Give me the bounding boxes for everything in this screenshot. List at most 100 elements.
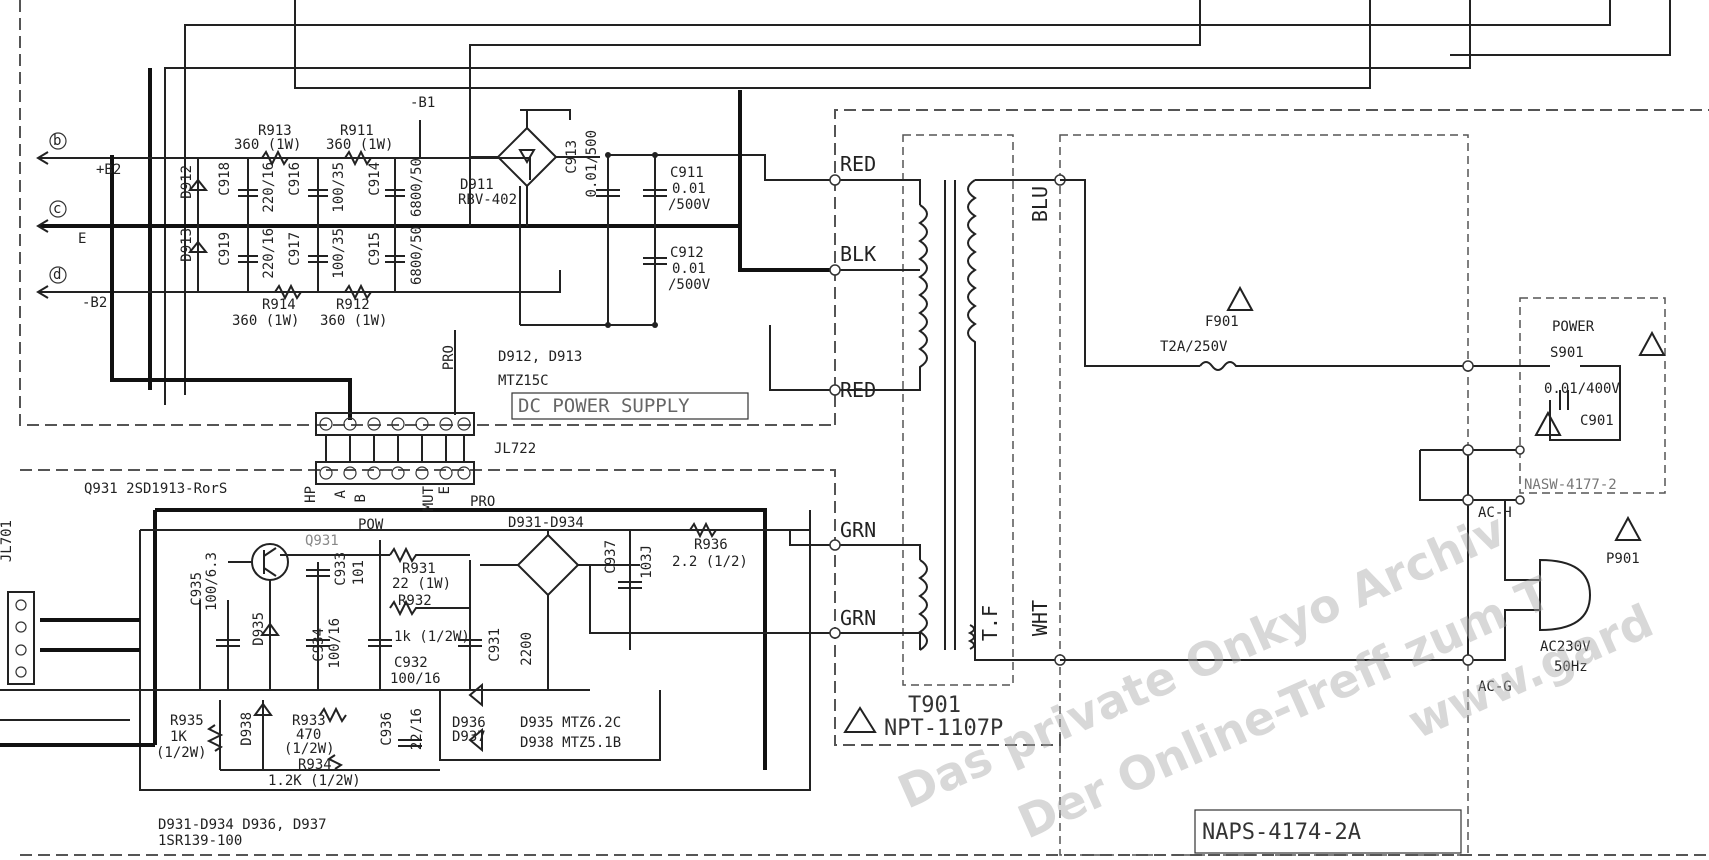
output-symbol-b: b xyxy=(53,133,62,149)
r912-label: R912 xyxy=(336,297,370,313)
c919-value: 220/16 xyxy=(261,228,277,279)
power-label: POWER xyxy=(1552,319,1595,335)
c917-label: C917 xyxy=(287,232,303,266)
d913-label: D913 xyxy=(179,228,195,262)
diode-note-2: 1SR139-100 xyxy=(158,833,243,849)
board-name: NAPS-4174-2A xyxy=(1202,820,1361,845)
c931-value: 2200 xyxy=(519,632,535,666)
r913-value: 360 (1W) xyxy=(234,137,302,153)
c912-value2: /500V xyxy=(668,277,711,293)
c912-value1: 0.01 xyxy=(672,261,706,277)
d912-label: D912 xyxy=(179,165,195,199)
c914-label: C914 xyxy=(367,162,383,196)
r932-label: R932 xyxy=(398,593,432,609)
fuse-label: F901 xyxy=(1205,314,1239,330)
wire-blu: BLU xyxy=(1028,186,1052,223)
c933-label: C933 xyxy=(333,552,349,586)
c911-value2: /500V xyxy=(668,197,711,213)
q931-description: Q931 2SD1913-RorS xyxy=(84,481,228,497)
c913-label: C913 xyxy=(564,140,580,174)
r911-label: R911 xyxy=(340,123,374,139)
switch-board-label: NASW-4177-2 xyxy=(1524,477,1617,493)
c915-label: C915 xyxy=(367,232,383,266)
c933-value: 101 xyxy=(351,560,367,586)
r913-label: R913 xyxy=(258,123,292,139)
dc-power-supply-label: DC POWER SUPPLY xyxy=(518,395,690,417)
fuse-value: T2A/250V xyxy=(1160,339,1228,355)
d911-label: D911 xyxy=(460,177,494,193)
r931-label: R931 xyxy=(402,561,436,577)
pin-hp: HP xyxy=(303,486,319,503)
pin-b: B xyxy=(353,494,369,503)
rail-label-neg-b2: -B2 xyxy=(82,295,108,311)
transformer-part: NPT-1107P xyxy=(884,716,1004,741)
r933-value2: (1/2W) xyxy=(284,741,335,757)
pin-a: A xyxy=(333,490,349,499)
wire-blk: BLK xyxy=(840,242,877,266)
plug-label: P901 xyxy=(1606,551,1640,567)
c911-label: C911 xyxy=(670,165,704,181)
c919-label: C919 xyxy=(217,232,233,266)
r936-value: 2.2 (1/2) xyxy=(672,554,748,570)
pin-mut: MUT xyxy=(421,486,437,512)
switch-label: S901 xyxy=(1550,345,1584,361)
r934-label: R934 xyxy=(298,757,332,773)
c916-label: C916 xyxy=(287,162,303,196)
r934-value: 1.2K (1/2W) xyxy=(268,773,361,789)
wire-red-2: RED xyxy=(840,378,877,402)
r914-label: R914 xyxy=(262,297,296,313)
frequency-label: 50Hz xyxy=(1554,659,1588,675)
c936-label: C936 xyxy=(379,712,395,746)
c937-value: 103J xyxy=(639,545,655,579)
zener-part: MTZ15C xyxy=(498,373,549,389)
c918-label: C918 xyxy=(217,162,233,196)
output-symbol-d: d xyxy=(53,267,62,283)
rail-label-e: E xyxy=(78,231,87,247)
r912-value: 360 (1W) xyxy=(320,313,388,329)
c911-value1: 0.01 xyxy=(672,181,706,197)
c937-label: C937 xyxy=(603,540,619,574)
c913-value: 0.01/500 xyxy=(584,130,600,198)
c917-value: 100/35 xyxy=(331,228,347,279)
d938-label: D938 xyxy=(239,712,255,746)
d936-label: D936 xyxy=(452,715,486,731)
ac-g-label: AC-G xyxy=(1478,679,1512,695)
rail-label-neg-b1: -B1 xyxy=(410,95,436,111)
left-connector-label: JL701 xyxy=(0,520,15,563)
c931-label: C931 xyxy=(487,628,503,662)
switch-cap-label: C901 xyxy=(1580,413,1614,429)
d937-label: D937 xyxy=(452,729,486,745)
r936-label: R936 xyxy=(694,537,728,553)
pin-pro: PRO xyxy=(470,494,496,510)
pin-e: E xyxy=(437,486,453,495)
c934-value: 100/16 xyxy=(327,618,343,669)
dc-supply-components xyxy=(110,90,835,420)
wire-red-1: RED xyxy=(840,152,877,176)
top-wiring xyxy=(148,0,1671,405)
c934-label: C934 xyxy=(311,628,327,662)
r933-label: R933 xyxy=(292,713,326,729)
r933-value1: 470 xyxy=(296,727,322,743)
c918-value: 220/16 xyxy=(261,162,277,213)
r935-label: R935 xyxy=(170,713,204,729)
zener-note-2: D938 MTZ5.1B xyxy=(520,735,622,751)
pro-label-top: PRO xyxy=(441,345,457,371)
ac-h-label: AC-H xyxy=(1478,505,1512,521)
c912-label: C912 xyxy=(670,245,704,261)
pow-label: POW xyxy=(358,517,384,533)
diode-note-1: D931-D934 D936, D937 xyxy=(158,817,327,833)
zener-refs: D912, D913 xyxy=(498,349,583,365)
c914-value: 6800/50 xyxy=(409,158,425,218)
r935-value1: 1K xyxy=(170,729,187,745)
transformer-t901 xyxy=(829,174,1066,666)
rail-label-pos-b2: +B2 xyxy=(96,162,122,178)
voltage-label: AC230V xyxy=(1540,639,1591,655)
q931-label: Q931 xyxy=(305,533,339,549)
bridge-refs: D931-D934 xyxy=(508,515,584,531)
zener-note-1: D935 MTZ6.2C xyxy=(520,715,622,731)
r931-value: 22 (1W) xyxy=(392,576,452,592)
mains-section xyxy=(843,179,1666,733)
d911-part: RBV-402 xyxy=(458,192,518,208)
connector-jl722 xyxy=(315,412,475,485)
